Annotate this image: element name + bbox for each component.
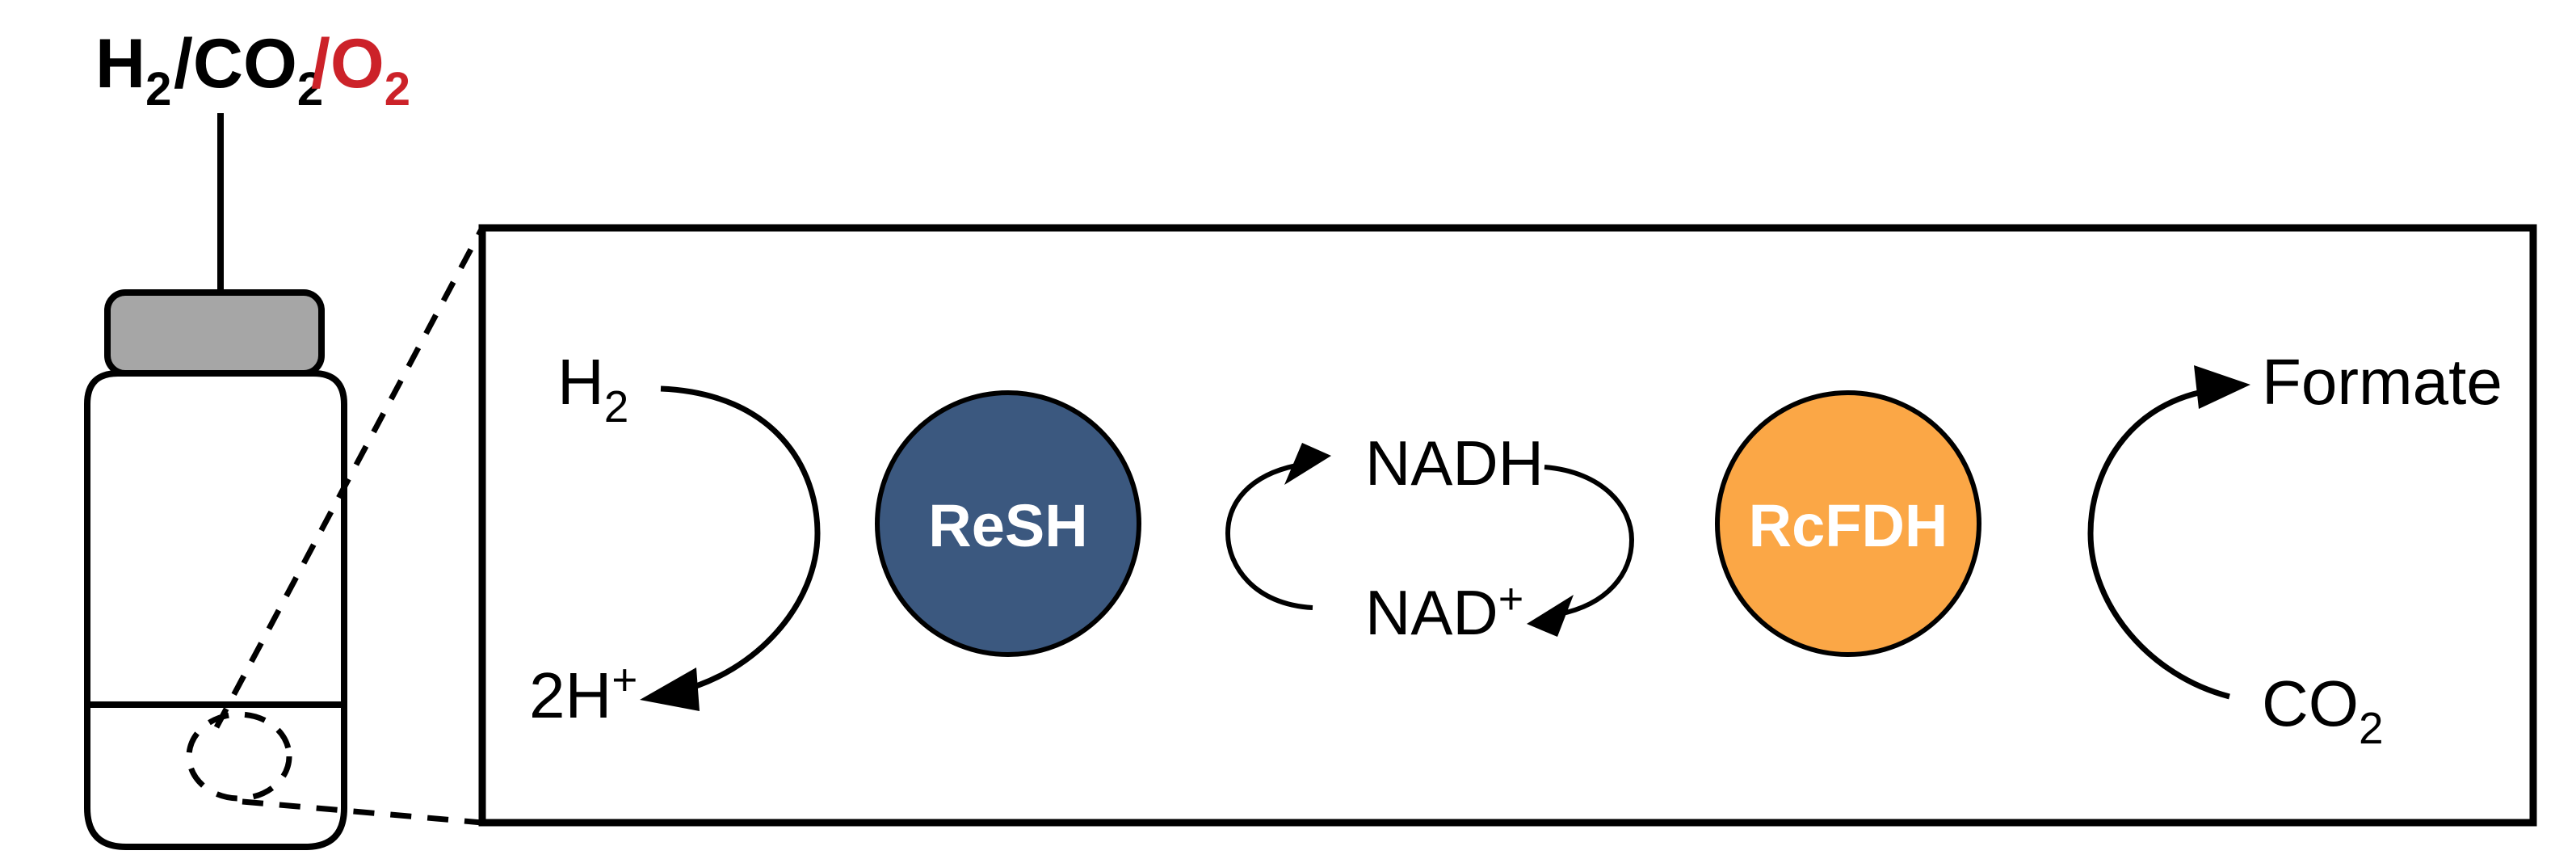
label-nad-plus: NAD+ — [1365, 575, 1523, 648]
callout-line-lower — [242, 798, 483, 826]
vial-body — [84, 370, 347, 850]
h2-oxidation-group: H2 2H+ — [529, 346, 821, 731]
resh-circle — [875, 390, 1141, 657]
co2-to-formate-arc — [2087, 385, 2230, 700]
label-h2: H2 — [557, 346, 628, 432]
serum-vial — [84, 289, 347, 850]
co2-to-formate-arrowhead — [2194, 365, 2250, 409]
nad-to-nadh-arc — [1225, 463, 1313, 610]
cofactor-cycle-group: NADH NAD+ — [1225, 427, 1635, 648]
gas-feed-h2: H2 — [95, 25, 171, 116]
rcfdh-label: RcFDH — [1749, 492, 1948, 559]
zoom-panel — [478, 224, 2537, 827]
h2-to-protons-arrowhead — [640, 667, 700, 711]
resh-label: ReSH — [928, 492, 1087, 559]
h2-to-protons-arc — [660, 385, 821, 695]
nadh-to-nad-arrowhead — [1527, 595, 1574, 637]
vial-cap — [104, 289, 325, 377]
label-co2: CO2 — [2262, 667, 2384, 753]
gas-feed-co2: /CO2 — [174, 25, 323, 116]
zoom-callout-lines — [213, 226, 485, 826]
vial-zoom-marker-circle — [186, 711, 292, 802]
nadh-to-nad-arc — [1544, 465, 1635, 617]
nad-to-nadh-arrowhead — [1284, 443, 1331, 485]
rcfdh-circle — [1715, 390, 1981, 657]
label-formate: Formate — [2262, 346, 2502, 418]
callout-line-upper — [213, 226, 485, 729]
label-nadh: NADH — [1365, 427, 1544, 499]
gas-feed-o2: /O2 — [311, 25, 410, 116]
node-resh: ReSH — [875, 390, 1141, 657]
gas-feed-label: H2 /CO2 /O2 — [95, 25, 410, 116]
co2-reduction-group: Formate CO2 — [2087, 346, 2502, 753]
label-2h-plus: 2H+ — [529, 655, 637, 731]
node-rcfdh: RcFDH — [1715, 390, 1981, 657]
